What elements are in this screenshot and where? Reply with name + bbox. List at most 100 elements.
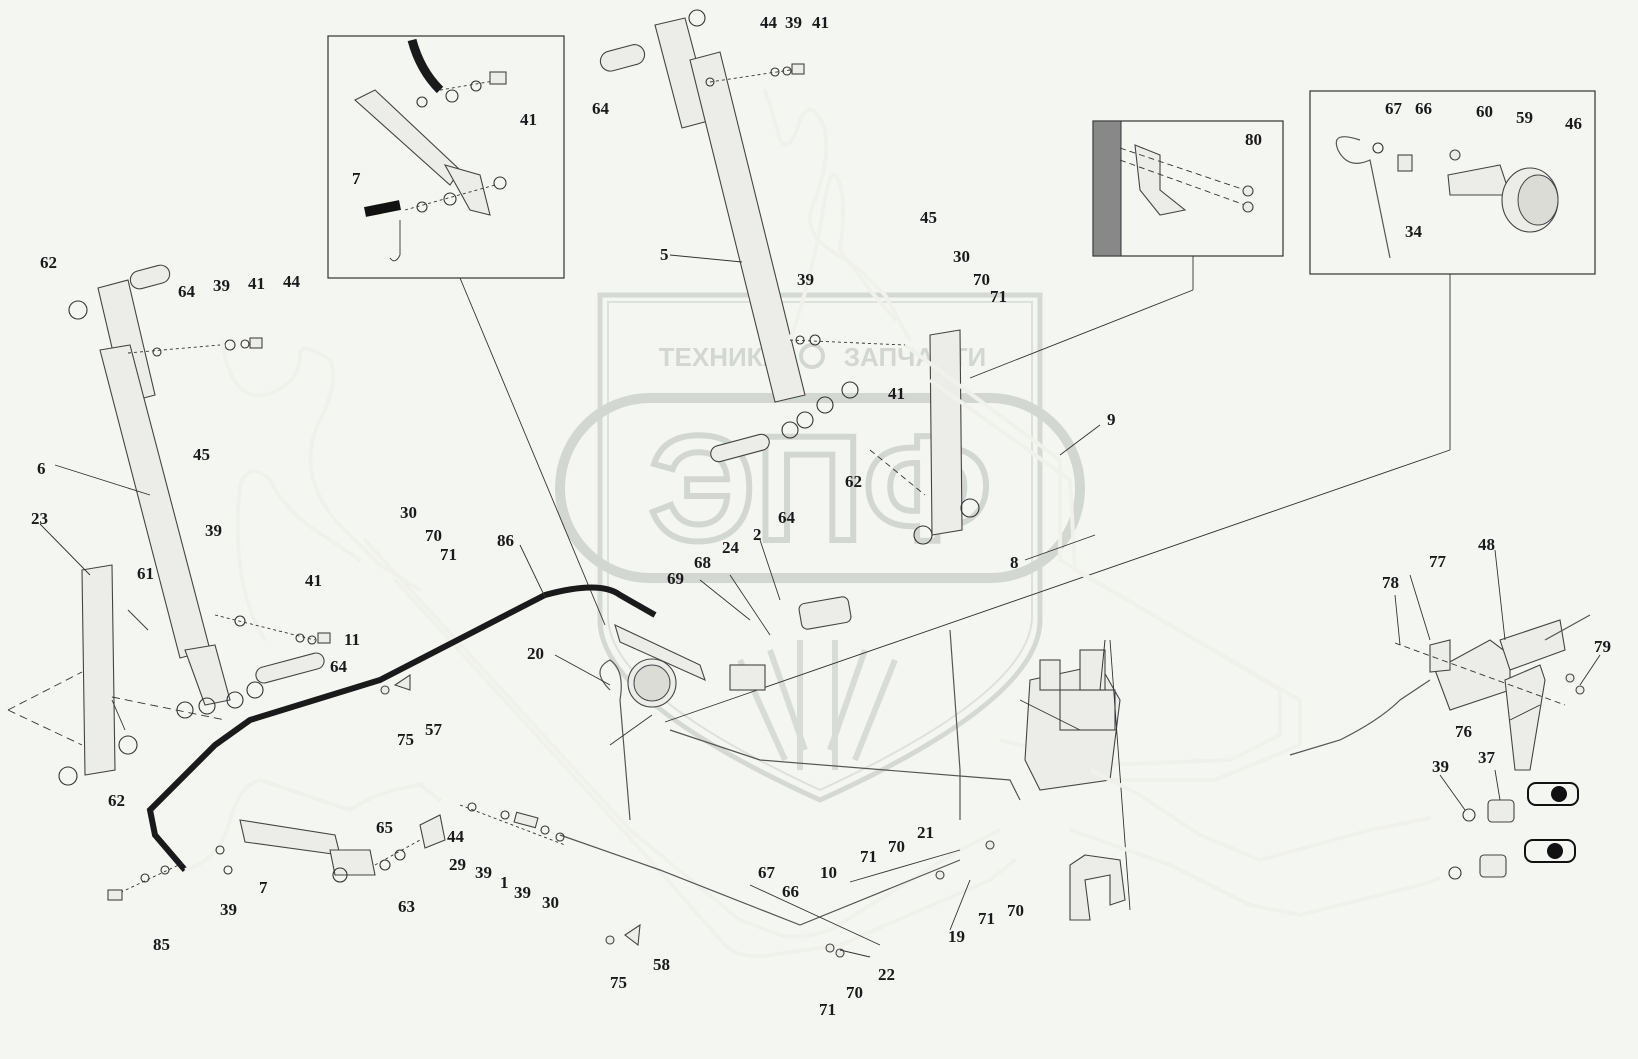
lower-cylinder-assembly <box>107 777 566 901</box>
callout-22: 22 <box>878 965 895 984</box>
callout-66: 66 <box>1415 99 1432 118</box>
callout-63: 63 <box>398 897 415 916</box>
callout-39: 39 <box>785 13 802 32</box>
callout-39: 39 <box>475 863 492 882</box>
callout-45: 45 <box>920 208 937 227</box>
callout-86: 86 <box>497 531 514 550</box>
callout-23: 23 <box>31 509 48 528</box>
callout-71: 71 <box>860 847 877 866</box>
black-hose-86 <box>146 584 657 872</box>
callout-70: 70 <box>425 526 442 545</box>
callout-70: 70 <box>973 270 990 289</box>
callout-21: 21 <box>917 823 934 842</box>
left-cylinder-assembly <box>7 264 422 786</box>
callout-64: 64 <box>592 99 610 118</box>
callout-39: 39 <box>797 270 814 289</box>
callout-39: 39 <box>514 883 531 902</box>
callout-65: 65 <box>376 818 393 837</box>
callout-44: 44 <box>283 272 301 291</box>
callout-44: 44 <box>760 13 778 32</box>
watermark: ТЕХНИКА ЗАПЧАСТИ ЭПФ <box>555 292 1085 803</box>
callout-11: 11 <box>344 630 360 649</box>
callout-39: 39 <box>1432 757 1449 776</box>
watermark-oval <box>555 393 1085 583</box>
callout-39: 39 <box>213 276 230 295</box>
callout-37: 37 <box>1478 748 1496 767</box>
callout-6: 6 <box>37 459 46 478</box>
callout-7: 7 <box>259 878 268 897</box>
callout-34: 34 <box>1405 222 1423 241</box>
callout-41: 41 <box>520 110 537 129</box>
callout-61: 61 <box>137 564 154 583</box>
callout-29: 29 <box>449 855 466 874</box>
callout-69: 69 <box>667 569 684 588</box>
callout-70: 70 <box>846 983 863 1002</box>
callout-64: 64 <box>778 508 796 527</box>
callout-78: 78 <box>1382 573 1399 592</box>
callout-64: 64 <box>178 282 196 301</box>
callout-62: 62 <box>108 791 125 810</box>
callout-76: 76 <box>1455 722 1472 741</box>
inset-box-lamp <box>664 90 1596 723</box>
callout-39: 39 <box>220 900 237 919</box>
pipework <box>363 343 1302 959</box>
callout-59: 59 <box>1516 108 1533 127</box>
callout-79: 79 <box>1594 637 1611 656</box>
callout-7: 7 <box>352 169 361 188</box>
callout-5: 5 <box>660 245 669 264</box>
callout-41: 41 <box>248 274 265 293</box>
callout-71: 71 <box>990 287 1007 306</box>
callout-19: 19 <box>948 927 965 946</box>
control-lever-assembly <box>1289 614 1591 771</box>
small-hardware <box>380 673 995 958</box>
callout-46: 46 <box>1565 114 1582 133</box>
callout-41: 41 <box>812 13 829 32</box>
leader-lines <box>39 254 1601 958</box>
watermark-text-right: ЗАПЧАСТИ <box>844 342 987 372</box>
callout-30: 30 <box>400 503 417 522</box>
watermark-shield <box>597 292 1043 803</box>
callout-64: 64 <box>330 657 348 676</box>
gear-icon <box>799 343 825 369</box>
callout-71: 71 <box>978 909 995 928</box>
callout-9: 9 <box>1107 410 1116 429</box>
callout-39: 39 <box>205 521 222 540</box>
callout-67: 67 <box>758 863 776 882</box>
center-components <box>599 596 852 821</box>
callout-10: 10 <box>820 863 837 882</box>
callout-66: 66 <box>782 882 799 901</box>
callout-57: 57 <box>425 720 443 739</box>
callout-58: 58 <box>653 955 670 974</box>
callout-45: 45 <box>193 445 210 464</box>
callout-30: 30 <box>953 247 970 266</box>
callout-75: 75 <box>610 973 627 992</box>
callout-77: 77 <box>1429 552 1447 571</box>
inset-box-hose-connection <box>327 35 606 626</box>
callout-71: 71 <box>819 1000 836 1019</box>
callout-30: 30 <box>542 893 559 912</box>
callout-labels: 44 39 41 64 41 7 67 66 60 59 46 80 34 45… <box>31 13 1611 1019</box>
callout-41: 41 <box>305 571 322 590</box>
callout-80: 80 <box>1245 130 1262 149</box>
callout-85: 85 <box>153 935 170 954</box>
callout-2: 2 <box>753 525 762 544</box>
callout-8: 8 <box>1010 553 1019 572</box>
callout-70: 70 <box>888 837 905 856</box>
callout-41: 41 <box>888 384 905 403</box>
callout-62: 62 <box>845 472 862 491</box>
inset-box-bracket <box>969 120 1284 379</box>
callout-67: 67 <box>1385 99 1403 118</box>
callout-68: 68 <box>694 553 711 572</box>
callout-24: 24 <box>722 538 740 557</box>
callout-75: 75 <box>397 730 414 749</box>
callout-70: 70 <box>1007 901 1024 920</box>
callout-44: 44 <box>447 827 465 846</box>
callout-71: 71 <box>440 545 457 564</box>
callout-62: 62 <box>40 253 57 272</box>
callout-60: 60 <box>1476 102 1493 121</box>
right-hoses <box>1069 768 1579 918</box>
callout-48: 48 <box>1478 535 1495 554</box>
callout-20: 20 <box>527 644 544 663</box>
